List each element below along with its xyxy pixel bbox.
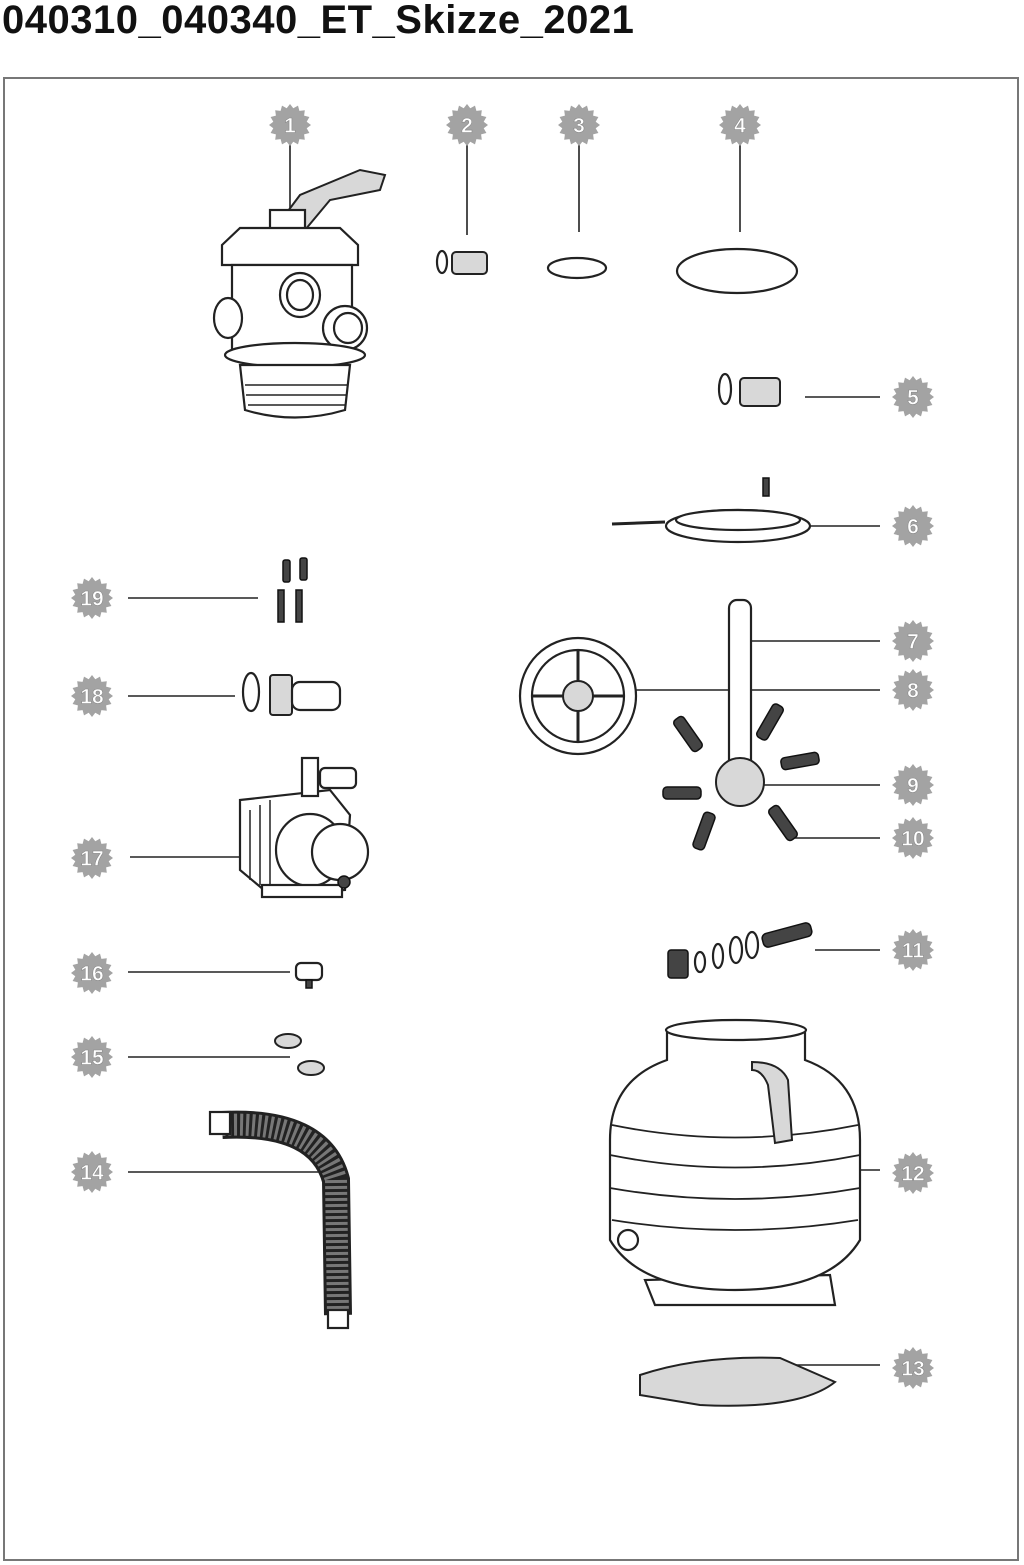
part-multiport-valve — [212, 168, 387, 419]
part-valve-connector — [435, 249, 488, 275]
badge-clamp-ring: 6 — [892, 505, 934, 547]
badge-base-pad: 13 — [892, 1347, 934, 1389]
part-number: 6 — [907, 516, 919, 539]
badge-pipe-guide: 8 — [892, 669, 934, 711]
badge-hose-nuts: 15 — [71, 1036, 113, 1078]
part-number: 12 — [901, 1163, 924, 1186]
gear-badge-icon — [892, 505, 934, 547]
badge-screws: 19 — [71, 577, 113, 619]
part-number: 15 — [80, 1047, 104, 1070]
part-clamp-ring — [611, 477, 812, 544]
badge-lateral-hub: 9 — [892, 764, 934, 806]
part-large-o-ring — [675, 247, 799, 295]
part-tank-connector — [717, 372, 781, 407]
part-hose-nuts — [274, 1033, 325, 1076]
gear-badge-icon — [71, 952, 113, 994]
gear-badge-icon — [892, 817, 934, 859]
gear-badge-icon — [892, 1152, 934, 1194]
gear-badge-icon — [892, 929, 934, 971]
part-number: 13 — [901, 1358, 924, 1381]
part-number: 5 — [907, 387, 919, 410]
part-plug — [294, 961, 324, 989]
part-hose — [208, 1110, 352, 1330]
part-lateral-hub-and-laterals — [662, 703, 820, 851]
part-center-pipe — [727, 598, 753, 772]
part-pipe-guide — [518, 636, 638, 756]
part-number: 11 — [902, 940, 925, 963]
leader-lines — [128, 145, 880, 1366]
badge-multiport-valve: 1 — [269, 104, 311, 146]
gear-badge-icon — [71, 577, 113, 619]
badge-pump: 17 — [71, 837, 113, 879]
part-number: 3 — [573, 115, 585, 138]
part-number: 17 — [80, 848, 103, 871]
part-number: 18 — [80, 686, 104, 709]
part-number: 7 — [907, 631, 919, 654]
part-number: 16 — [80, 963, 103, 986]
gear-badge-icon — [558, 104, 600, 146]
badge-drain-plug-set: 11 — [892, 929, 934, 971]
part-screws — [277, 557, 308, 623]
diagram-frame — [3, 77, 1019, 1561]
gear-badge-icon — [892, 620, 934, 662]
part-base-pad — [639, 1356, 837, 1407]
badge-hose: 14 — [71, 1151, 113, 1193]
gear-badge-icon — [892, 764, 934, 806]
badge-plug: 16 — [71, 952, 113, 994]
badge-pump-connector: 18 — [71, 675, 113, 717]
gear-badge-icon — [892, 669, 934, 711]
gear-badge-icon — [71, 1151, 113, 1193]
badge-filter-tank: 12 — [892, 1152, 934, 1194]
part-small-o-ring — [546, 256, 608, 280]
gear-badge-icon — [71, 675, 113, 717]
gear-badge-icon — [892, 376, 934, 418]
part-number: 4 — [734, 115, 746, 138]
badge-large-o-ring: 4 — [719, 104, 761, 146]
badge-small-o-ring: 3 — [558, 104, 600, 146]
badge-tank-connector: 5 — [892, 376, 934, 418]
part-pump-connector — [241, 671, 342, 716]
badge-center-pipe: 7 — [892, 620, 934, 662]
badge-laterals: 10 — [892, 817, 934, 859]
part-number: 14 — [80, 1162, 104, 1185]
page-title: 040310_040340_ET_Skizze_2021 — [2, 0, 635, 42]
part-filter-tank — [608, 1018, 862, 1307]
gear-badge-icon — [892, 1347, 934, 1389]
part-number: 2 — [461, 115, 473, 138]
part-number: 9 — [907, 775, 919, 798]
part-number: 10 — [901, 828, 924, 851]
gear-badge-icon — [719, 104, 761, 146]
part-number: 1 — [284, 115, 296, 138]
part-pump — [238, 756, 370, 899]
part-number: 8 — [907, 680, 919, 703]
gear-badge-icon — [71, 837, 113, 879]
gear-badge-icon — [269, 104, 311, 146]
part-number: 19 — [80, 588, 103, 611]
part-drain-plug-set — [667, 922, 813, 979]
badge-valve-connector: 2 — [446, 104, 488, 146]
gear-badge-icon — [446, 104, 488, 146]
gear-badge-icon — [71, 1036, 113, 1078]
